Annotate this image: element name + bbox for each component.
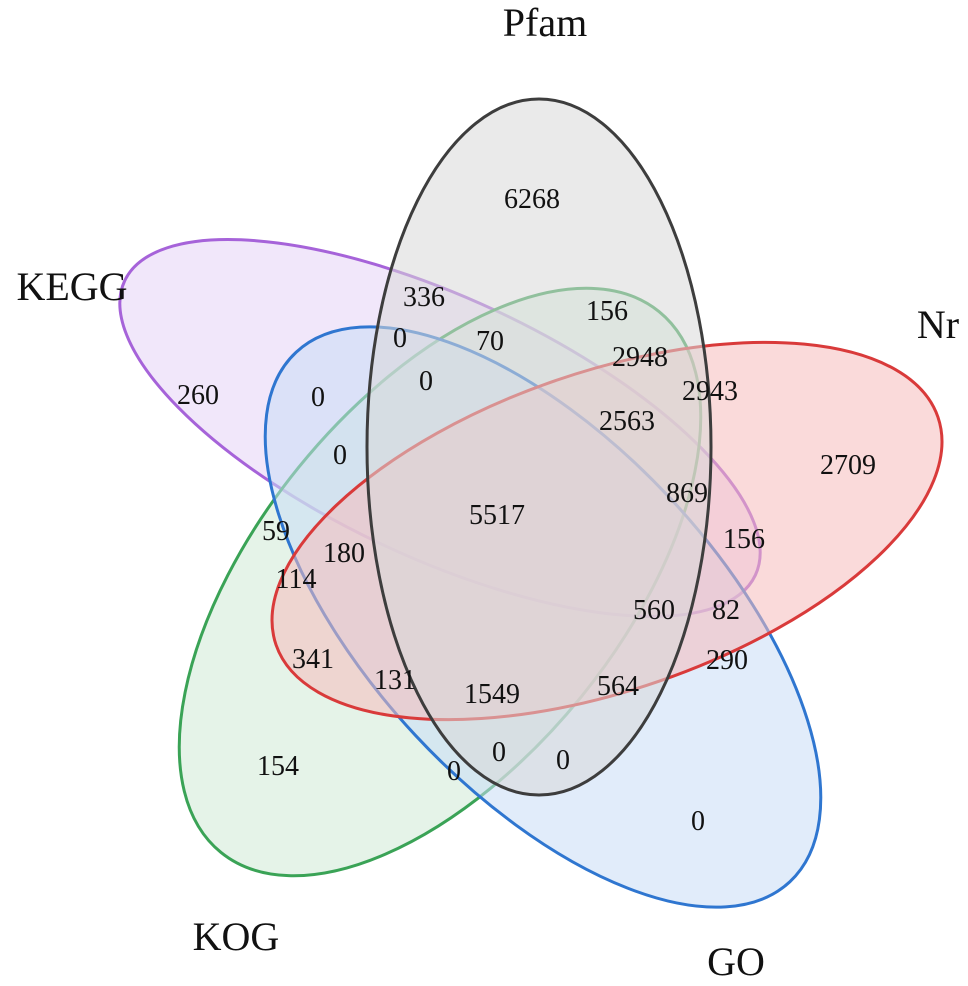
region-count: 70 <box>476 326 504 357</box>
region-count: 5517 <box>469 500 525 531</box>
region-count: 290 <box>706 645 748 676</box>
region-count: 114 <box>276 564 317 595</box>
region-count: 560 <box>633 595 675 626</box>
region-count: 156 <box>723 524 765 555</box>
region-count: 0 <box>419 366 433 397</box>
set-labels: Pfam KEGG Nr KOG GO <box>16 0 959 984</box>
region-count: 2709 <box>820 450 876 481</box>
region-count: 0 <box>492 737 506 768</box>
region-count: 6268 <box>504 184 560 215</box>
region-count: 0 <box>311 382 325 413</box>
region-count: 156 <box>586 296 628 327</box>
region-count: 59 <box>262 516 290 547</box>
region-count: 0 <box>333 440 347 471</box>
region-count: 180 <box>323 538 365 569</box>
region-count: 2563 <box>599 406 655 437</box>
region-count: 564 <box>597 671 639 702</box>
region-count: 0 <box>556 745 570 776</box>
set-label-pfam: Pfam <box>503 0 587 45</box>
region-count: 869 <box>666 478 708 509</box>
set-label-go: GO <box>707 939 765 984</box>
region-count: 82 <box>712 595 740 626</box>
set-label-nr: Nr <box>917 302 959 347</box>
set-label-kegg: KEGG <box>16 264 127 309</box>
region-count: 2948 <box>612 342 668 373</box>
region-counts: 6268 336 156 0 70 2948 2943 260 0 0 2563… <box>177 184 876 837</box>
region-count: 0 <box>393 323 407 354</box>
region-count: 2943 <box>682 376 738 407</box>
region-count: 336 <box>403 282 445 313</box>
set-label-kog: KOG <box>193 914 280 959</box>
region-count: 341 <box>292 644 334 675</box>
region-count: 0 <box>691 806 705 837</box>
region-count: 260 <box>177 380 219 411</box>
region-count: 0 <box>447 756 461 787</box>
region-count: 131 <box>374 665 416 696</box>
pfam-ellipse <box>365 97 713 797</box>
region-count: 154 <box>257 751 299 782</box>
region-count: 1549 <box>464 679 520 710</box>
set-ellipses <box>118 97 944 909</box>
